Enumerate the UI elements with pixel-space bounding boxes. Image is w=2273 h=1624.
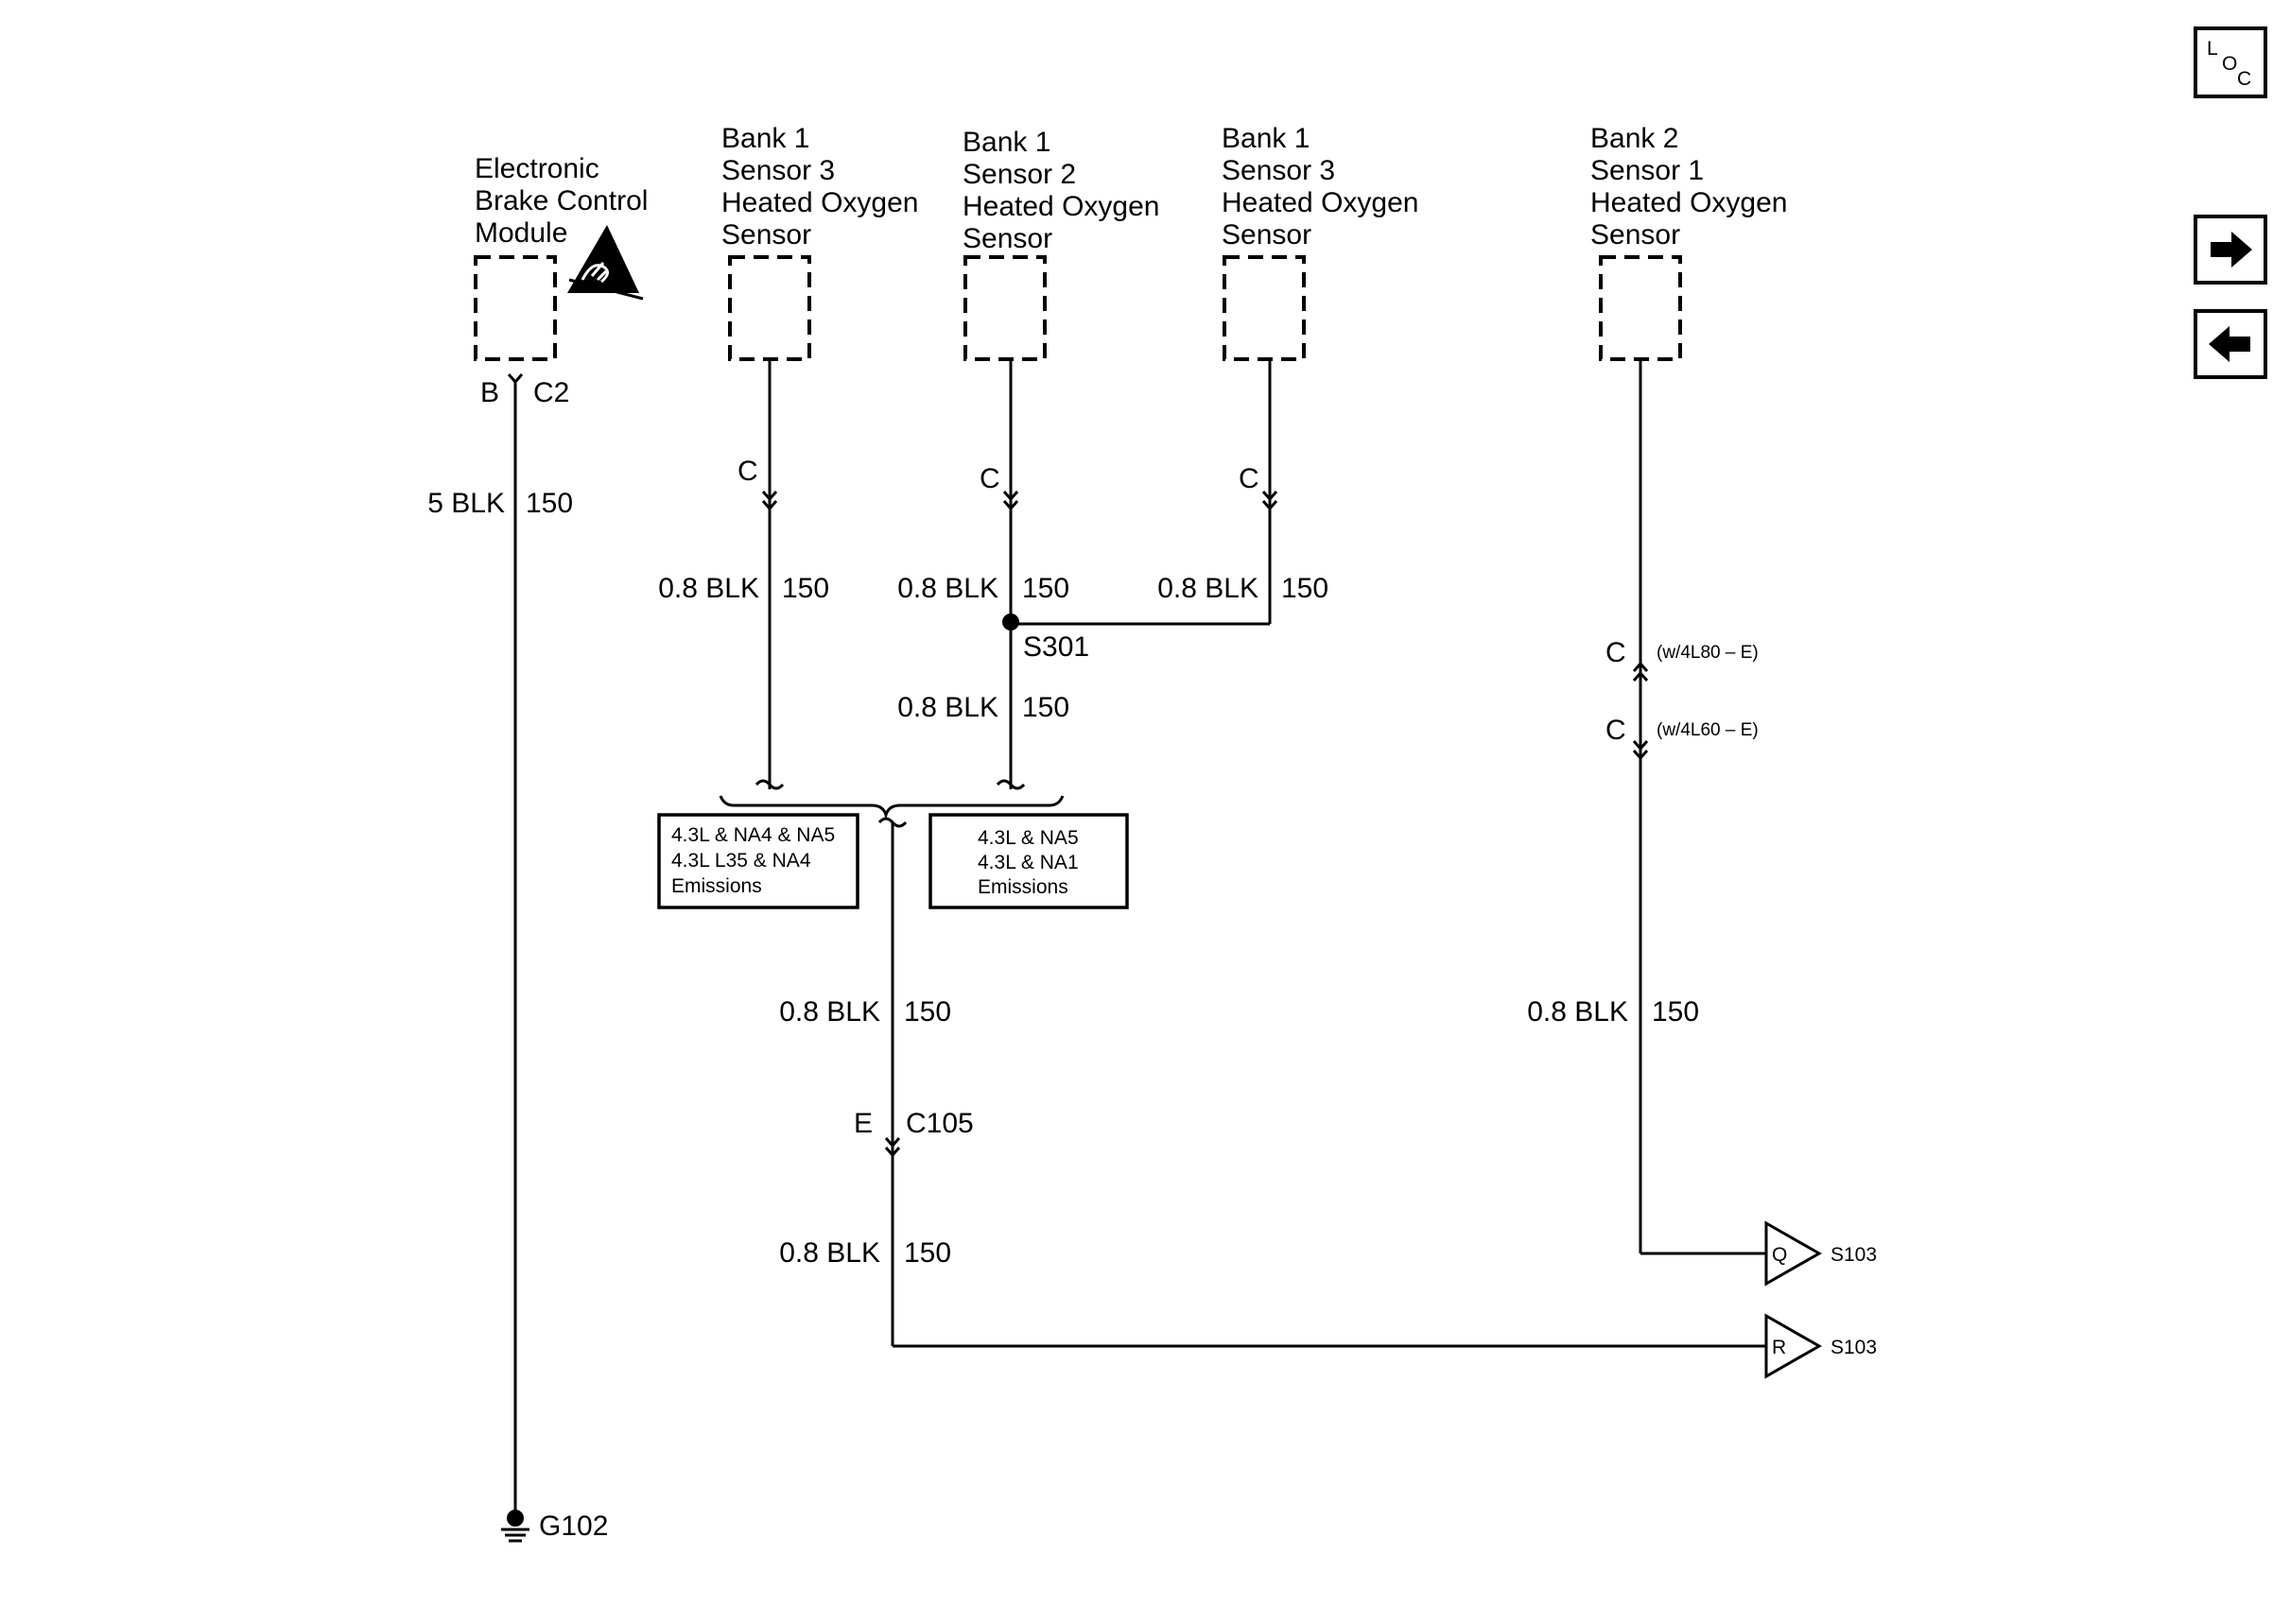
b2s1-title-line3: Heated Oxygen (1590, 187, 1787, 218)
b1s3-right-title-line4: Sensor (1222, 219, 1311, 251)
b2s1-title-line2: Sensor 1 (1590, 155, 1704, 186)
b1s3-right-component: Bank 1 Sensor 3 Heated Oxygen Sensor (1222, 123, 1418, 361)
ref-q-arrow (1764, 1220, 1823, 1287)
c105-connector-symbol (884, 1137, 901, 1158)
loc-icon-sub2: C (2237, 68, 2251, 90)
bank1-ground-circuit: 0.8 BLK 150 E C105 0.8 BLK 150 R S103 (779, 822, 1877, 1379)
ebcm-wire-circuit: 150 (526, 488, 573, 519)
b2s1-connector-4l80-symbol (1632, 661, 1649, 682)
b2s1-connector-4l60-symbol (1632, 740, 1649, 761)
b1s3-right-title-line1: Bank 1 (1222, 123, 1310, 154)
ebcm-box (474, 255, 557, 361)
loc-icon-sub1: O (2222, 53, 2237, 75)
b1s3-left-wire-circuit: 150 (782, 573, 829, 604)
b1s3-left-circuit: C 0.8 BLK 150 (658, 359, 829, 790)
to-c105-wire-label: 0.8 BLK (779, 996, 880, 1028)
ebcm-component: Electronic Brake Control Module (474, 153, 648, 361)
ground-icon (501, 1510, 529, 1543)
ebcm-connector-symbol (507, 373, 524, 385)
b1s3-right-title-line2: Sensor 3 (1222, 155, 1335, 186)
b1s3-left-connector-symbol (761, 491, 778, 511)
b1s2-lower-wire-circuit: 150 (1022, 692, 1069, 723)
ref-q-pin: Q (1772, 1244, 1787, 1266)
ebcm-title-line1: Electronic (475, 153, 599, 184)
b2s1-wire-circuit: 150 (1652, 996, 1699, 1028)
b1s3-right-pin-label: C (1239, 463, 1259, 494)
ref-r-arrow (1764, 1313, 1823, 1379)
b1s2-wire-end (996, 779, 1026, 790)
b1s3-left-title-line4: Sensor (721, 219, 811, 251)
b1s2-component: Bank 1 Sensor 2 Heated Oxygen Sensor (963, 127, 1159, 361)
c105-pin-label: E (854, 1108, 873, 1139)
b1s3-left-title-line3: Heated Oxygen (721, 187, 918, 218)
b1s3-left-pin-label: C (737, 456, 758, 487)
c105-to-s103-wire-circuit: 150 (904, 1237, 951, 1269)
esd-warning-icon (567, 225, 644, 301)
b1s2-title-line2: Sensor 2 (963, 159, 1076, 190)
b1s2-lower-wire-label: 0.8 BLK (897, 692, 998, 723)
option-left-line3: Emissions (671, 875, 762, 897)
b2s1-component: Bank 2 Sensor 1 Heated Oxygen Sensor (1590, 123, 1787, 361)
option-right-line1: 4.3L & NA5 (978, 827, 1079, 849)
b1s3-right-box (1223, 255, 1306, 361)
ref-q-target: S103 (1831, 1244, 1877, 1266)
splice-label: S301 (1023, 631, 1089, 663)
ebcm-connector-label: C2 (533, 377, 569, 408)
option-right-line2: 4.3L & NA1 (978, 852, 1079, 873)
b2s1-box (1599, 255, 1682, 361)
ebcm-title-line3: Module (475, 217, 567, 249)
b1s2-circuit: C 0.8 BLK 150 S301 0.8 BLK 150 (897, 359, 1089, 790)
b2s1-title-line1: Bank 2 (1590, 123, 1678, 154)
b1s2-connector-symbol (1002, 491, 1019, 511)
ebcm-pin-label: B (480, 377, 499, 408)
b2s1-title-line4: Sensor (1590, 219, 1680, 251)
splice-dot (1002, 613, 1019, 631)
option-brace (719, 795, 1065, 821)
ebcm-title-line2: Brake Control (475, 185, 648, 216)
b2s1-4l80-note: (w/4L80 – E) (1657, 643, 1759, 663)
ref-r-target: S103 (1831, 1337, 1877, 1358)
b2s1-4l60-pin: C (1605, 715, 1626, 746)
b1s3-right-circuit: C 0.8 BLK 150 (1011, 359, 1328, 626)
option-box-left (657, 813, 859, 909)
ebcm-ground-circuit: B C2 5 BLK 150 G102 (427, 373, 608, 1543)
option-left-line1: 4.3L & NA4 & NA5 (671, 824, 835, 846)
b2s1-4l80-pin: C (1605, 637, 1626, 668)
b1s2-title-line1: Bank 1 (963, 127, 1050, 158)
b1s3-left-box (728, 255, 811, 361)
option-left-line2: 4.3L L35 & NA4 (671, 850, 811, 872)
b1s2-upper-wire-circuit: 150 (1022, 573, 1069, 604)
b1s2-box (963, 255, 1047, 361)
b1s3-right-title-line3: Heated Oxygen (1222, 187, 1418, 218)
c105-connector-label: C105 (906, 1108, 974, 1139)
option-box-right (928, 813, 1129, 909)
b1s3-right-connector-symbol (1261, 491, 1278, 511)
ground-label: G102 (539, 1511, 608, 1542)
b1s3-left-title-line2: Sensor 3 (721, 155, 835, 186)
location-icon[interactable]: L O C (2194, 26, 2267, 98)
option-right-line3: Emissions (978, 876, 1068, 898)
b2s1-4l60-note: (w/4L60 – E) (1657, 720, 1759, 740)
b2s1-wire-label: 0.8 BLK (1527, 996, 1628, 1028)
ref-r-pin: R (1772, 1337, 1786, 1358)
b1s3-right-wire-label: 0.8 BLK (1157, 573, 1258, 604)
b1s2-title-line3: Heated Oxygen (963, 191, 1159, 222)
b1s2-title-line4: Sensor (963, 223, 1052, 254)
arrow-left-icon[interactable] (2194, 309, 2267, 379)
ebcm-wire-label: 5 BLK (427, 488, 505, 519)
b1s2-upper-wire-label: 0.8 BLK (897, 573, 998, 604)
b1s3-right-wire-circuit: 150 (1281, 573, 1328, 604)
b1s2-pin-label: C (980, 463, 1000, 494)
b1s3-left-component: Bank 1 Sensor 3 Heated Oxygen Sensor (721, 123, 918, 361)
option-selector: 4.3L & NA4 & NA5 4.3L L35 & NA4 Emission… (657, 795, 1129, 909)
b1s3-left-title-line1: Bank 1 (721, 123, 809, 154)
to-c105-wire-circuit: 150 (904, 996, 951, 1028)
b1s3-left-wire-end (755, 779, 785, 790)
b2s1-circuit: C (w/4L80 – E) C (w/4L60 – E) 0.8 BLK 15… (1527, 359, 1877, 1287)
c105-to-s103-wire-label: 0.8 BLK (779, 1237, 880, 1269)
b1s3-left-wire-label: 0.8 BLK (658, 573, 759, 604)
loc-icon-main: L (2207, 38, 2218, 60)
arrow-right-icon[interactable] (2194, 215, 2267, 285)
